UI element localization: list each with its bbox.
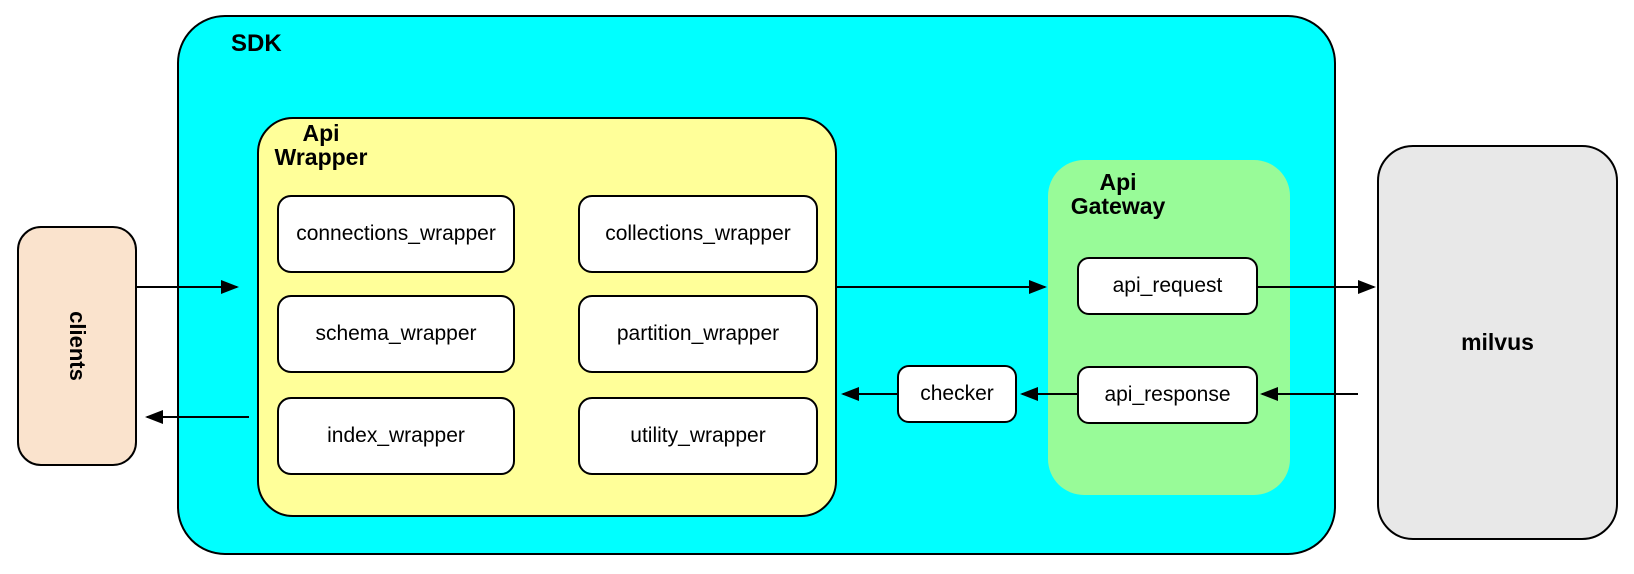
api-gateway-container: [1048, 160, 1290, 495]
api-wrapper-label: Api Wrapper: [265, 121, 377, 170]
partition-wrapper-node: partition_wrapper: [578, 295, 818, 373]
schema-wrapper-node: schema_wrapper: [277, 295, 515, 373]
checker-node: checker: [897, 365, 1017, 423]
clients-node: clients: [17, 226, 137, 466]
api-request-node: api_request: [1077, 257, 1258, 315]
sdk-label: SDK: [231, 30, 282, 57]
connections-wrapper-node: connections_wrapper: [277, 195, 515, 273]
milvus-node: milvus: [1377, 145, 1618, 540]
api-wrapper-label-line2: Wrapper: [274, 144, 368, 171]
api-response-node: api_response: [1077, 366, 1258, 424]
collections-wrapper-node: collections_wrapper: [578, 195, 818, 273]
api-gateway-label-line2: Gateway: [1070, 193, 1166, 220]
api-gateway-label: Api Gateway: [1058, 170, 1178, 219]
api-gateway-label-line1: Api: [1099, 169, 1137, 195]
utility-wrapper-node: utility_wrapper: [578, 397, 818, 475]
api-wrapper-label-line1: Api: [302, 120, 340, 146]
clients-label: clients: [64, 311, 90, 381]
index-wrapper-node: index_wrapper: [277, 397, 515, 475]
